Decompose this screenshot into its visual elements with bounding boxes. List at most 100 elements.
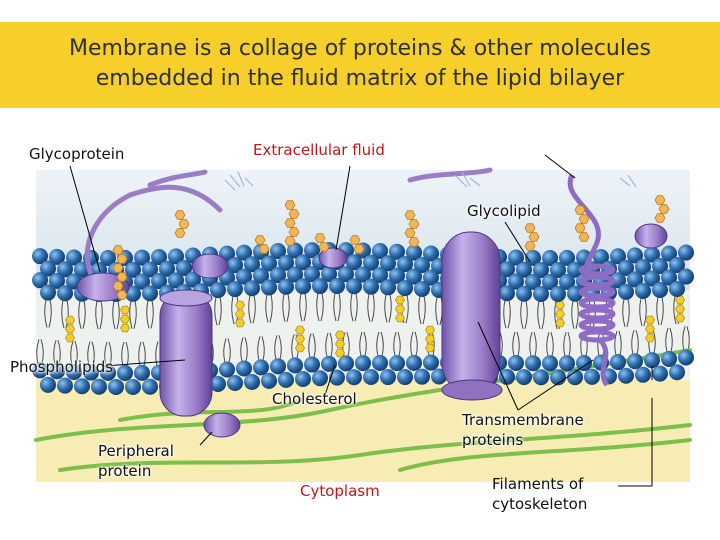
lipid-head (610, 248, 626, 265)
extracellular-fibers (224, 171, 637, 191)
lipid-head (669, 281, 685, 298)
lipid-head (635, 258, 651, 275)
label-phospholipids: Phospholipids (10, 358, 114, 376)
lipid-head (304, 266, 320, 283)
lipid-tail (138, 341, 146, 367)
sugar-unit (524, 241, 536, 251)
lipid-head (270, 267, 286, 284)
transmembrane-protein-right (441, 231, 503, 401)
lipid-head (176, 259, 192, 276)
label-cholesterol: Cholesterol (272, 390, 357, 408)
lipid-head (508, 249, 524, 266)
lipid-head (244, 280, 260, 297)
sugar-unit (178, 219, 190, 229)
lipid-head (125, 378, 141, 395)
lipid-tail (520, 300, 528, 329)
lipid-tail (376, 331, 384, 357)
sugar-unit (574, 205, 586, 215)
helical-protein (567, 173, 616, 387)
lipid-head (397, 280, 413, 297)
cholesterol-ring (65, 315, 75, 325)
sugar-unit (524, 223, 536, 233)
sugar-unit (174, 210, 186, 220)
lipid-head (533, 261, 549, 278)
lipid-head (652, 365, 668, 382)
lipid-tail (367, 293, 375, 322)
lipid-tail (537, 300, 545, 330)
label-extracellular-fluid: Extracellular fluid (253, 141, 385, 159)
cholesterol-ring (645, 333, 655, 343)
label-proteins: proteins (462, 431, 524, 449)
sugar-unit (578, 214, 590, 224)
lipid-tail (656, 296, 664, 326)
lipid-tail (61, 300, 69, 329)
lipid-head (40, 376, 56, 393)
lipid-head (338, 266, 354, 283)
lipid-tail (265, 294, 273, 323)
lipid-head (346, 254, 362, 271)
slide-title: Membrane is a collage of proteins & othe… (68, 36, 651, 91)
lipid-head (550, 369, 566, 386)
lipid-head (210, 282, 226, 299)
lipid-head (236, 244, 252, 261)
lipid-tail (87, 341, 95, 366)
lipid-head (278, 278, 294, 295)
lipid-head (49, 248, 65, 265)
lipid-tail (350, 293, 358, 322)
lipid-head (380, 279, 396, 296)
lipid-head (542, 249, 558, 266)
cholesterol-ring (425, 343, 435, 353)
lipid-head (610, 272, 626, 289)
sugar-unit (284, 236, 296, 246)
lipid-head (108, 378, 124, 395)
lipid-head (151, 273, 167, 290)
lipid-head (49, 272, 65, 289)
lipid-tail (53, 340, 61, 365)
lipid-head (32, 248, 48, 265)
lipid-head (287, 357, 303, 374)
lipid-tail (503, 300, 511, 329)
label-filaments-of: Filaments of (492, 475, 584, 493)
cholesterol-ring (335, 330, 345, 340)
lipid-head (66, 249, 82, 266)
sugar-unit (658, 204, 670, 214)
label-peripheral: Peripheral (98, 442, 174, 460)
lipid-tail (665, 327, 673, 353)
lipid-head (542, 355, 558, 372)
lipid-head (227, 281, 243, 298)
lipid-head (380, 369, 396, 386)
label-cytoskeleton: cytoskeleton (492, 495, 588, 513)
lipid-head (134, 364, 150, 381)
cholesterol-ring (335, 348, 345, 358)
lipid-head (635, 366, 651, 383)
lipid-head (168, 272, 184, 289)
lipid-head (312, 278, 328, 295)
lipid-head (550, 285, 566, 302)
lipid-head (678, 244, 694, 261)
lipid-head (610, 354, 626, 371)
lipid-head (567, 369, 583, 386)
cholesterol-ring (425, 325, 435, 335)
lipid-head (125, 261, 141, 278)
cholesterol-ring (555, 318, 565, 328)
lipid-head (661, 245, 677, 262)
lipid-head (278, 371, 294, 388)
lipid-head (627, 353, 643, 370)
lipid-head (542, 273, 558, 290)
lipid-head (661, 269, 677, 286)
lipid-head (559, 355, 575, 372)
lipid-head (618, 259, 634, 276)
lipid-head (389, 243, 405, 260)
lipid-head (346, 369, 362, 386)
lipid-head (261, 255, 277, 272)
lipid-head (567, 285, 583, 302)
sugar-unit (574, 223, 586, 233)
lipid-head (525, 355, 541, 372)
lipid-head (669, 257, 685, 274)
lipid-tail (418, 295, 426, 325)
lipid-head (635, 282, 651, 299)
lipid-head (295, 278, 311, 295)
lipid-head (57, 285, 73, 302)
lipid-tail (248, 295, 256, 324)
